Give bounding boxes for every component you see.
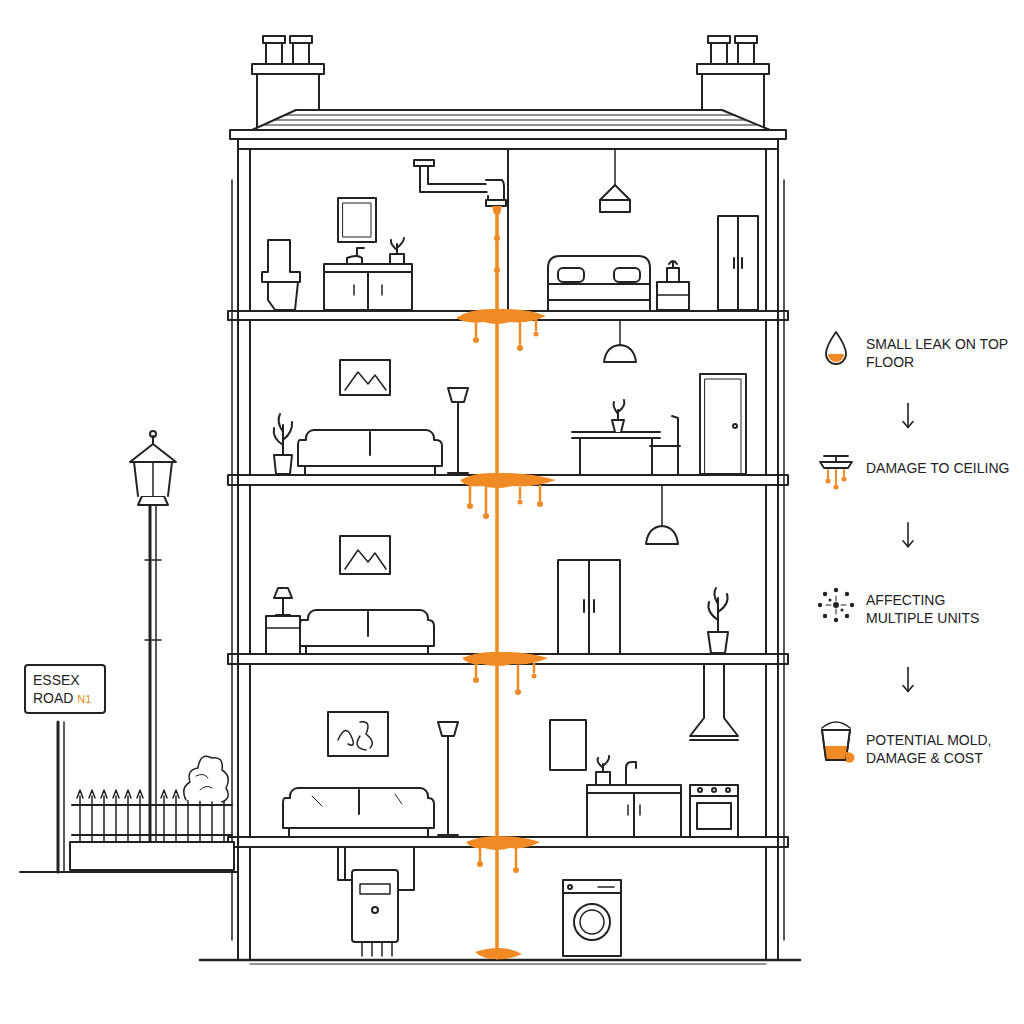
postcode: N1 (77, 693, 91, 705)
flow-step: AFFECTING MULTIPLE UNITS (866, 592, 1016, 627)
street-name: ESSEX ROAD (33, 672, 80, 706)
step-text: AFFECTING MULTIPLE UNITS (866, 592, 1016, 627)
flow-step: POTENTIAL MOLD, DAMAGE & COST (866, 732, 1016, 767)
flow-arrow (903, 523, 913, 547)
step-text: POTENTIAL MOLD, DAMAGE & COST (866, 732, 1016, 767)
flow-arrow (903, 404, 913, 428)
street-sign: ESSEX ROAD N1 (24, 664, 106, 714)
step-text: SMALL LEAK ON TOP FLOOR (866, 336, 1016, 371)
sign-text-block: ESSEX ROAD N1 (33, 671, 97, 707)
flow-step: DAMAGE TO CEILING (866, 460, 1016, 478)
flow-step: SMALL LEAK ON TOP FLOOR (866, 336, 1016, 371)
flow-arrow (903, 668, 913, 692)
step-text: DAMAGE TO CEILING (866, 460, 1016, 478)
